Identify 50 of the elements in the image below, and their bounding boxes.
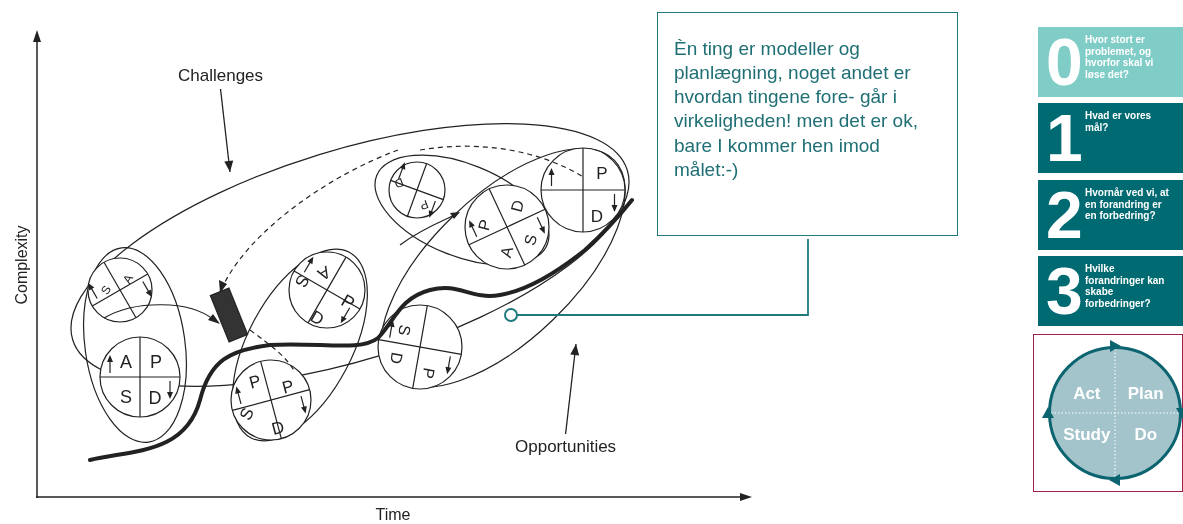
- cycle-letter: P: [475, 217, 495, 233]
- cycle-letter: P: [280, 377, 296, 397]
- step-number: 2: [1046, 182, 1083, 248]
- callout-text: Èn ting er modeller og planlægning, noget andet er hvordan tingene fore- går i virkeligheden! men det er ok, bare I kommer hen imod målet:-): [674, 37, 919, 182]
- cycle-letter: D: [387, 350, 405, 366]
- cycle-letter: D: [269, 418, 287, 438]
- quadrant-label: Plan: [1127, 383, 1164, 404]
- cycle-letter: A: [497, 244, 517, 260]
- axis-title: Complexity: [14, 225, 30, 305]
- cycle-letter: D: [508, 198, 528, 214]
- step-card: [1038, 27, 1183, 97]
- cycle-letter: S: [236, 405, 258, 423]
- cycle-letter: S: [120, 388, 132, 406]
- cycle-letter: D: [148, 389, 162, 407]
- quadrant-label: Do: [1134, 424, 1158, 445]
- step-card: [1038, 256, 1183, 326]
- cycle-letter: S: [291, 271, 313, 291]
- step-question: Hvad er vores mål?: [1085, 110, 1153, 133]
- arrow: [219, 88, 234, 173]
- step-question: Hvor stort er problemet, og hvorfor skal vi løse det?: [1085, 34, 1155, 80]
- cycle-letter: D: [392, 175, 406, 191]
- step-card: [1038, 103, 1183, 173]
- cycle-letter: P: [419, 366, 437, 380]
- cycle-letter: D: [307, 307, 327, 329]
- step-card: [1038, 180, 1183, 250]
- step-number: 0: [1046, 29, 1083, 95]
- cycle-letter: P: [338, 291, 358, 313]
- step-question: Hvilke forandringer kan skabe forbedringer?: [1085, 263, 1166, 309]
- callout-box: [657, 12, 958, 236]
- cycle-letter: P: [596, 164, 608, 182]
- quadrant-label: Act: [1073, 383, 1101, 404]
- step-number: 1: [1046, 105, 1083, 171]
- cycle-letter: P: [418, 198, 430, 212]
- cycle-letter: S: [521, 232, 541, 248]
- cycle-letter: S: [395, 323, 413, 337]
- cycle-letter: S: [98, 283, 114, 297]
- annotation-label: Challenges: [178, 66, 264, 86]
- leader-line: [504, 238, 809, 322]
- axis-title: Time: [375, 507, 411, 523]
- arrow: [564, 343, 580, 435]
- annotation-label: Opportunities: [515, 437, 617, 457]
- cycle-letter: A: [120, 272, 136, 286]
- step-number: 3: [1046, 258, 1083, 324]
- step-question: Hvornår ved vi, at en forandring er en forbedring?: [1085, 187, 1170, 222]
- cycle-letter: A: [314, 262, 334, 284]
- cycle-letter: D: [590, 207, 604, 225]
- cycle-letter: P: [150, 353, 162, 371]
- quadrant-label: Study: [1063, 424, 1111, 445]
- cycle-letter: A: [120, 353, 132, 371]
- cycle-letter: P: [247, 372, 263, 392]
